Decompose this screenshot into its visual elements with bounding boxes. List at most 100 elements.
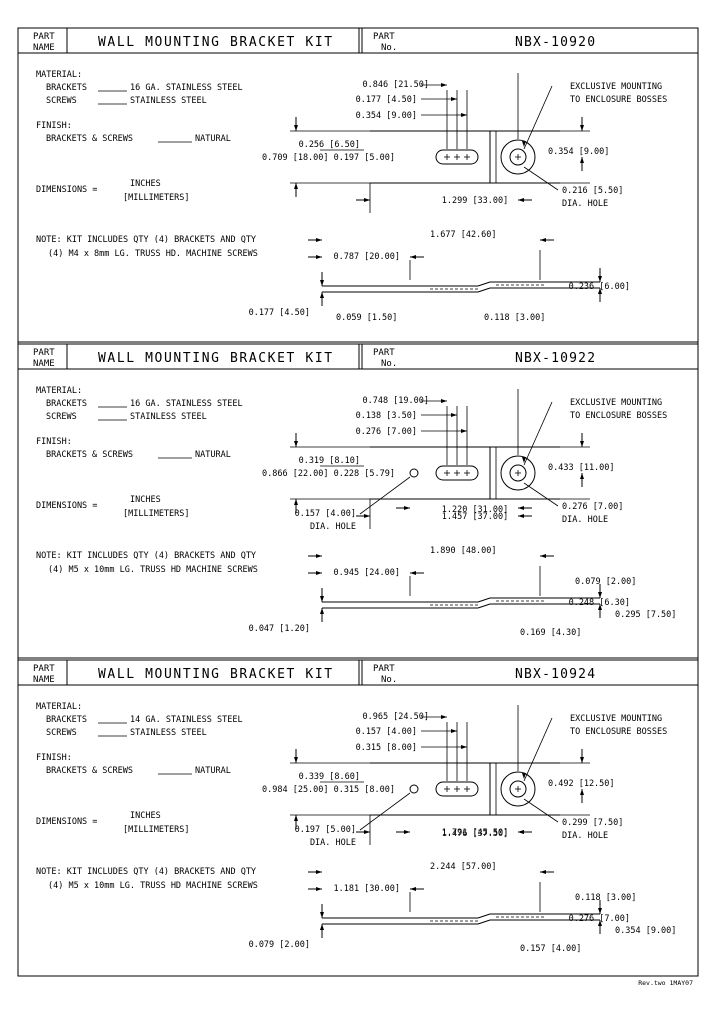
dim-side-height: 0.236 [6.00] — [569, 282, 630, 292]
dim-side-tab: 1.181 [30.00] — [333, 884, 400, 894]
arrowhead — [316, 238, 322, 242]
brackets-material: 14 GA. STAINLESS STEEL — [130, 715, 243, 725]
dim-hole-spacing: 0.748 [19.00] — [362, 396, 429, 406]
callout-leader — [523, 798, 559, 823]
callout-exclusive-mounting: EXCLUSIVE MOUNTING — [570, 714, 662, 724]
callout-leader — [359, 476, 411, 515]
finish-value: NATURAL — [195, 450, 231, 460]
part-name-label: PART — [33, 664, 55, 674]
boss-outer-circle — [500, 139, 536, 175]
screws-material: STAINLESS STEEL — [130, 96, 207, 106]
dim-slot-spacing: 0.138 [3.50] — [356, 411, 417, 421]
part-no-label: No. — [381, 43, 397, 53]
arrowhead — [598, 920, 602, 926]
dim-offset-bend: 0.118 [3.00] — [575, 893, 636, 903]
arrowhead — [404, 506, 410, 510]
arrowhead — [364, 198, 370, 202]
arrowhead — [294, 499, 298, 505]
dimensions-label: DIMENSIONS = — [36, 501, 97, 511]
dimensions-inches: INCHES — [130, 495, 161, 505]
arrowhead — [580, 789, 584, 795]
dim-left-offset: 0.319 [8.10] — [299, 456, 360, 466]
dim-side-tab: 0.945 [24.00] — [333, 568, 400, 578]
finish-heading: FINISH: — [36, 437, 72, 447]
part-number: NBX-10924 — [515, 667, 596, 682]
callout-enclosure-bosses: TO ENCLOSURE BOSSES — [570, 727, 667, 737]
kit-title: WALL MOUNTING BRACKET KIT — [98, 35, 334, 50]
dim-side-length: 2.244 [57.00] — [430, 862, 497, 872]
dim-thickness: 0.177 [4.50] — [249, 308, 310, 318]
arrowhead — [598, 592, 602, 598]
kit-title: WALL MOUNTING BRACKET KIT — [98, 351, 334, 366]
adjustment-slot — [435, 781, 479, 797]
callout-small-hole-label: DIA. HOLE — [310, 838, 356, 848]
finish-label: BRACKETS & SCREWS — [46, 134, 133, 144]
arrowhead — [540, 554, 546, 558]
arrowhead — [451, 97, 457, 101]
arrowhead — [522, 141, 526, 147]
mounting-hole — [509, 464, 527, 482]
dimensions-label: DIMENSIONS = — [36, 185, 97, 195]
dim-offset-bend: 0.118 [3.00] — [484, 313, 545, 323]
screws-material: STAINLESS STEEL — [130, 412, 207, 422]
screws-material: STAINLESS STEEL — [130, 728, 207, 738]
dimensions-inches: INCHES — [130, 179, 161, 189]
bracket-side-view: 1.890 [48.00]0.945 [24.00]0.248 [6.30]0.… — [249, 546, 677, 638]
arrowhead — [580, 441, 584, 447]
dim-height: 0.866 [22.00] — [262, 469, 329, 479]
revision-label: Rev.two 1MAY07 — [638, 979, 693, 987]
arrowhead — [522, 773, 526, 779]
part-name-label: PART — [33, 32, 55, 42]
boss-outer-circle — [500, 455, 536, 491]
boss-outer-circle — [500, 771, 536, 807]
callout-enclosure-bosses: TO ENCLOSURE BOSSES — [570, 411, 667, 421]
dimensions-millimeters: [MILLIMETERS] — [123, 509, 190, 519]
bracket-top-view: 0.846 [21.50]0.177 [4.50]0.354 [9.00]0.7… — [262, 73, 667, 213]
arrowhead — [598, 908, 602, 914]
arrowhead — [451, 413, 457, 417]
dim-height: 0.709 [18.00] — [262, 153, 329, 163]
part-no-label: PART — [373, 348, 395, 358]
arrowhead — [316, 255, 322, 259]
offset-bend — [477, 919, 600, 925]
arrowhead — [316, 554, 322, 558]
dim-side-length: 1.677 [42.60] — [430, 230, 497, 240]
callout-screw-hole-label: DIA. HOLE — [562, 831, 608, 841]
dim-side-right: 0.295 [7.50] — [615, 610, 676, 620]
dim-side-height: 0.276 [7.00] — [569, 914, 630, 924]
callout-small-hole-label: DIA. HOLE — [310, 522, 356, 532]
offset-bend — [477, 281, 600, 287]
arrowhead — [294, 441, 298, 447]
arrowhead — [410, 255, 416, 259]
arrowhead — [320, 912, 324, 918]
dim-hole-spacing: 0.846 [21.50] — [362, 80, 429, 90]
arrowhead — [540, 870, 546, 874]
arrowhead — [316, 887, 322, 891]
callout-leader — [523, 482, 559, 507]
note-line: (4) M5 x 10mm LG. TRUSS HD MACHINE SCREW… — [48, 881, 258, 891]
brackets-label: BRACKETS — [46, 83, 87, 93]
dimensions-millimeters: [MILLIMETERS] — [123, 825, 190, 835]
dim-offset-drop: 0.157 [4.00] — [520, 944, 581, 954]
arrowhead — [518, 506, 524, 510]
callout-screw-hole-size: 0.299 [7.50] — [562, 818, 623, 828]
arrowhead — [316, 571, 322, 575]
dim-boss-half: 0.433 [11.00] — [548, 463, 615, 473]
arrowhead — [294, 125, 298, 131]
dim-slot-offset: 0.315 [8.00] — [356, 743, 417, 753]
arrowhead — [598, 288, 602, 294]
dim-thickness: 0.079 [2.00] — [249, 940, 310, 950]
dim-left-offset: 0.256 [6.50] — [299, 140, 360, 150]
callout-leader — [523, 85, 553, 150]
note-line: (4) M5 x 10mm LG. TRUSS HD MACHINE SCREW… — [48, 565, 258, 575]
offset-bend — [477, 287, 600, 293]
dimensions-inches: INCHES — [130, 811, 161, 821]
screws-label: SCREWS — [46, 412, 77, 422]
finish-value: NATURAL — [195, 134, 231, 144]
